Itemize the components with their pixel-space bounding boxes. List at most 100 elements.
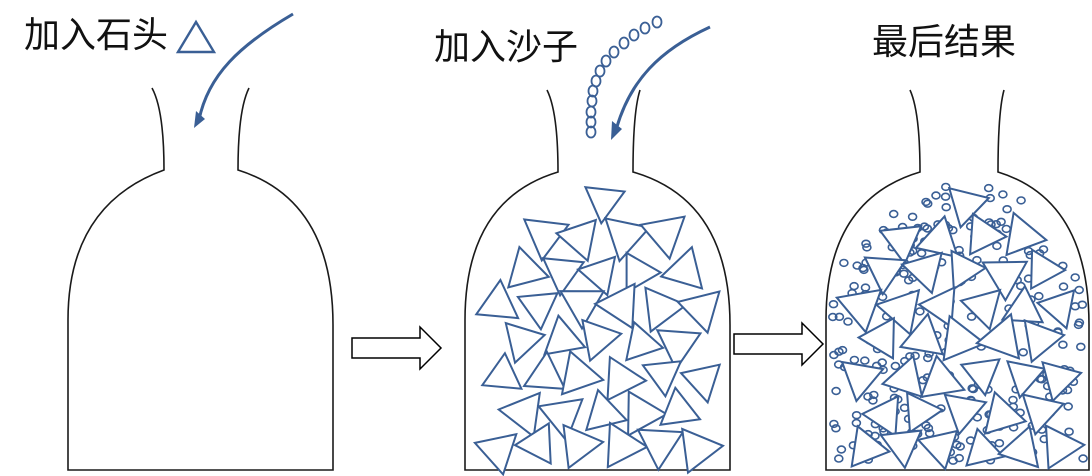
stone-b2-4 (638, 215, 687, 261)
sand-grain-66 (940, 182, 951, 192)
stone-b2-6 (541, 257, 586, 298)
stone-b3-32 (850, 424, 892, 468)
sand-grain-251 (859, 265, 869, 275)
sand-grain-102 (903, 276, 914, 285)
stone-b3-23 (919, 354, 967, 399)
stone-b2-24 (606, 355, 648, 402)
stone-b3-30 (983, 390, 1028, 436)
stone-b3-15 (1035, 288, 1076, 331)
stone-b3-12 (916, 285, 956, 329)
sand-grain-168 (890, 361, 901, 371)
stone-b3-34 (916, 429, 959, 471)
sand-stream-grain-6 (594, 64, 606, 78)
sand-grain-116 (833, 454, 844, 463)
sand-grain-167 (1078, 454, 1088, 463)
sand-grain-10 (941, 203, 952, 212)
sand-grain-1 (966, 312, 977, 321)
stone-b3-22 (880, 354, 924, 399)
pour-arrow-2-head (611, 121, 622, 140)
stone-b3-7 (950, 249, 988, 291)
stone-b2-2 (554, 218, 598, 263)
sand-grain-154 (888, 209, 899, 219)
sand-stream-grain-2 (628, 28, 640, 42)
sand-grain-175 (868, 396, 878, 405)
stones-bottle-3 (834, 186, 1087, 471)
sand-grain-13 (1064, 427, 1074, 436)
bottle-2 (464, 89, 731, 471)
stone-b3-24 (959, 358, 1001, 398)
sand-grain-225 (831, 386, 841, 396)
stone-b3-31 (1021, 393, 1066, 437)
stone-b3-16 (856, 316, 895, 361)
stone-b3-8 (980, 260, 1029, 303)
stone-b3-27 (860, 394, 900, 438)
sand-grain-21 (1018, 348, 1029, 357)
sand-grain-130 (859, 356, 870, 365)
sand-grain-222 (916, 249, 927, 258)
stone-b3-4 (1005, 211, 1049, 257)
sand-stream-grain-4 (608, 45, 620, 59)
sand-grain-181 (915, 307, 925, 316)
sand-grain-63 (1058, 340, 1068, 349)
stone-b2-9 (659, 245, 704, 290)
sand-grain-165 (1016, 196, 1026, 205)
stone-b3-0 (947, 186, 991, 230)
stone-b3-9 (1030, 248, 1068, 291)
stone-b3-18 (942, 314, 987, 362)
sand-grain-247 (994, 439, 1005, 448)
sand-grain-29 (834, 312, 845, 321)
sand-grain-111 (1038, 245, 1049, 254)
sand-grain-148 (996, 217, 1006, 227)
stone-b2-34 (562, 423, 606, 470)
stone-b2-10 (474, 278, 520, 320)
stone-b3-6 (900, 251, 944, 295)
bottle-3 (825, 89, 1090, 471)
stage-3-label: 最后结果 (872, 22, 1017, 63)
sand-grain-65 (836, 445, 847, 454)
stone-b3-17 (898, 312, 945, 356)
stone-b2-7 (576, 255, 617, 297)
stone-b3-20 (1023, 318, 1067, 364)
stone-b3-1 (878, 225, 923, 266)
stone-b3-26 (1041, 360, 1084, 403)
stone-b3-19 (974, 312, 1021, 360)
sand-grain-129 (861, 239, 871, 248)
stone-b3-13 (959, 288, 1002, 332)
sand-grain-176 (955, 442, 966, 451)
stone-b2-32 (473, 432, 518, 476)
sand-grain-7 (922, 353, 933, 363)
stone-b2-5 (506, 245, 551, 289)
sand-grain-233 (998, 190, 1008, 199)
stone-b3-10 (834, 288, 883, 335)
sand-stream-grain-1 (639, 21, 651, 35)
bottle-1 (67, 87, 334, 471)
stone-b3-35 (965, 427, 1006, 467)
sand-stream-grain-12 (585, 125, 597, 139)
stone-b3-14 (1000, 284, 1045, 324)
stone-b2-36 (636, 428, 685, 472)
sand-grain-186 (851, 418, 862, 428)
stone-b2-21 (480, 351, 524, 390)
sand-grain-229 (851, 411, 862, 420)
stone-b2-30 (627, 389, 669, 438)
sand-grain-57 (1034, 291, 1044, 301)
stone-b3-2 (913, 214, 960, 259)
sand-grain-164 (1036, 375, 1047, 384)
stone-b2-19 (624, 320, 665, 362)
stone-b2-23 (560, 349, 606, 396)
stone-b3-29 (943, 393, 988, 437)
sand-grain-24 (940, 192, 951, 201)
sand-grain-219 (1074, 285, 1084, 295)
stone-b2-3 (604, 217, 652, 264)
stone-b2-31 (658, 385, 702, 427)
sand-stream-grain-3 (618, 36, 630, 50)
sand-grain-84 (910, 351, 920, 360)
sand-grain-202 (862, 243, 872, 252)
stone-b2-17 (542, 313, 587, 356)
stone-b3-25 (1005, 360, 1047, 400)
stage-1-label: 加入石头 (24, 15, 169, 56)
stone-b2-27 (496, 391, 542, 439)
stone-b2-11 (516, 292, 560, 332)
stone-b2-22 (522, 350, 567, 391)
sand-grain-195 (839, 258, 849, 268)
